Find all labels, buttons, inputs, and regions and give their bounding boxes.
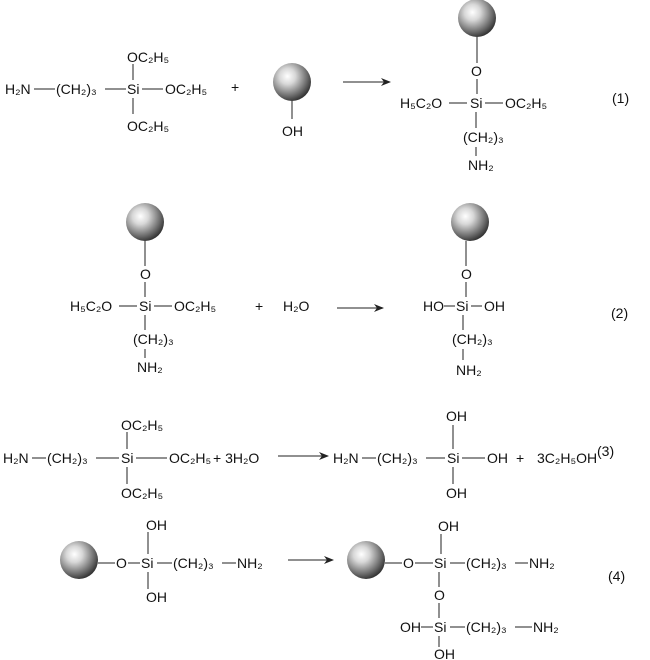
chain-label: (CH₂)₃	[377, 450, 418, 466]
chain-label: (CH₂)₃	[47, 450, 88, 466]
chain-label: (CH₂)₃	[133, 331, 174, 347]
reaction-3: H₂N (CH₂)₃ Si OC₂H₅ OC₂H₅ OC₂H₅ + 3H₂O H…	[3, 408, 614, 501]
silica-sphere	[458, 0, 496, 37]
amine-label-2: NH₂	[533, 619, 559, 635]
amine-label: NH₂	[137, 359, 163, 375]
equation-number: (2)	[611, 305, 628, 321]
si-label: Si	[127, 81, 139, 97]
hydroxyl-label: OH	[282, 123, 303, 139]
plus-sign: +	[231, 79, 239, 95]
silica-sphere	[451, 203, 489, 241]
bridge-oxygen-label: O	[434, 587, 445, 603]
amine-label: H₂N	[3, 450, 29, 466]
ethoxy-right: OC₂H₅	[174, 298, 216, 314]
equation-number: (4)	[608, 568, 625, 584]
hydroxyl-left: HO	[423, 298, 444, 314]
ethoxy-right: OC₂H₅	[505, 95, 547, 111]
hydroxyl-top: OH	[446, 408, 467, 424]
silica-sphere	[273, 63, 311, 101]
silica-sphere	[347, 541, 385, 579]
si-label: Si	[121, 450, 133, 466]
oxygen-label: O	[461, 266, 472, 282]
hydroxyl-top: OH	[146, 517, 167, 533]
reaction-1: H₂N (CH₂)₃ Si OC₂H₅ OC₂H₅ OC₂H₅ + OH O H…	[5, 0, 629, 173]
si-label-2: Si	[434, 619, 446, 635]
hydroxyl-right: OH	[487, 450, 508, 466]
amine-label: H₂N	[333, 450, 359, 466]
water-label: + 3H₂O	[213, 450, 259, 466]
oxygen-label: O	[140, 266, 151, 282]
amine-label: NH₂	[529, 555, 555, 571]
amine-label: NH₂	[237, 555, 263, 571]
amine-label: NH₂	[468, 157, 494, 173]
si-label: Si	[470, 95, 482, 111]
oxygen-label: O	[116, 555, 127, 571]
si-label: Si	[141, 555, 153, 571]
equation-number: (1)	[612, 90, 629, 106]
ethoxy-left: H₅C₂O	[400, 95, 442, 111]
si-label: Si	[447, 450, 459, 466]
ethoxy-left: H₅C₂O	[70, 298, 112, 314]
hydroxyl-bottom: OH	[434, 646, 455, 660]
si-label: Si	[139, 298, 151, 314]
reaction-2: O H₅C₂O Si OC₂H₅ (CH₂)₃ NH₂ + H₂O O HO S…	[70, 203, 628, 378]
hydroxyl-right: OH	[484, 298, 505, 314]
hydroxyl-left: OH	[400, 619, 421, 635]
amine-label: H₂N	[5, 81, 31, 97]
si-label: Si	[434, 555, 446, 571]
oxygen-label: O	[403, 555, 414, 571]
ethoxy-bottom: OC₂H₅	[121, 485, 163, 501]
water-label: H₂O	[283, 298, 310, 314]
equation-number: (3)	[597, 443, 614, 459]
ethanol-label: 3C₂H₅OH	[537, 450, 597, 466]
ethoxy-right: OC₂H₅	[165, 81, 207, 97]
silica-sphere	[60, 541, 98, 579]
amine-label: NH₂	[456, 362, 482, 378]
silica-sphere	[126, 203, 164, 241]
reaction-4: O Si OH OH (CH₂)₃ NH₂ O Si OH (CH₂)₃ NH₂…	[60, 517, 625, 660]
ethoxy-right: OC₂H₅	[169, 450, 211, 466]
ethoxy-top: OC₂H₅	[127, 49, 169, 65]
plus-sign: +	[255, 298, 263, 314]
plus-sign: +	[516, 450, 524, 466]
ethoxy-bottom: OC₂H₅	[127, 118, 169, 134]
chain-label: (CH₂)₃	[173, 555, 214, 571]
chain-label: (CH₂)₃	[452, 331, 493, 347]
hydroxyl-bottom: OH	[146, 589, 167, 605]
hydroxyl-top: OH	[438, 518, 459, 534]
chain-label-2: (CH₂)₃	[466, 619, 507, 635]
chain-label: (CH₂)₃	[466, 555, 507, 571]
si-label: Si	[456, 298, 468, 314]
oxygen-label: O	[471, 63, 482, 79]
chain-label: (CH₂)₃	[463, 129, 504, 145]
chain-label: (CH₂)₃	[56, 81, 97, 97]
ethoxy-top: OC₂H₅	[121, 417, 163, 433]
hydroxyl-bottom: OH	[446, 485, 467, 501]
